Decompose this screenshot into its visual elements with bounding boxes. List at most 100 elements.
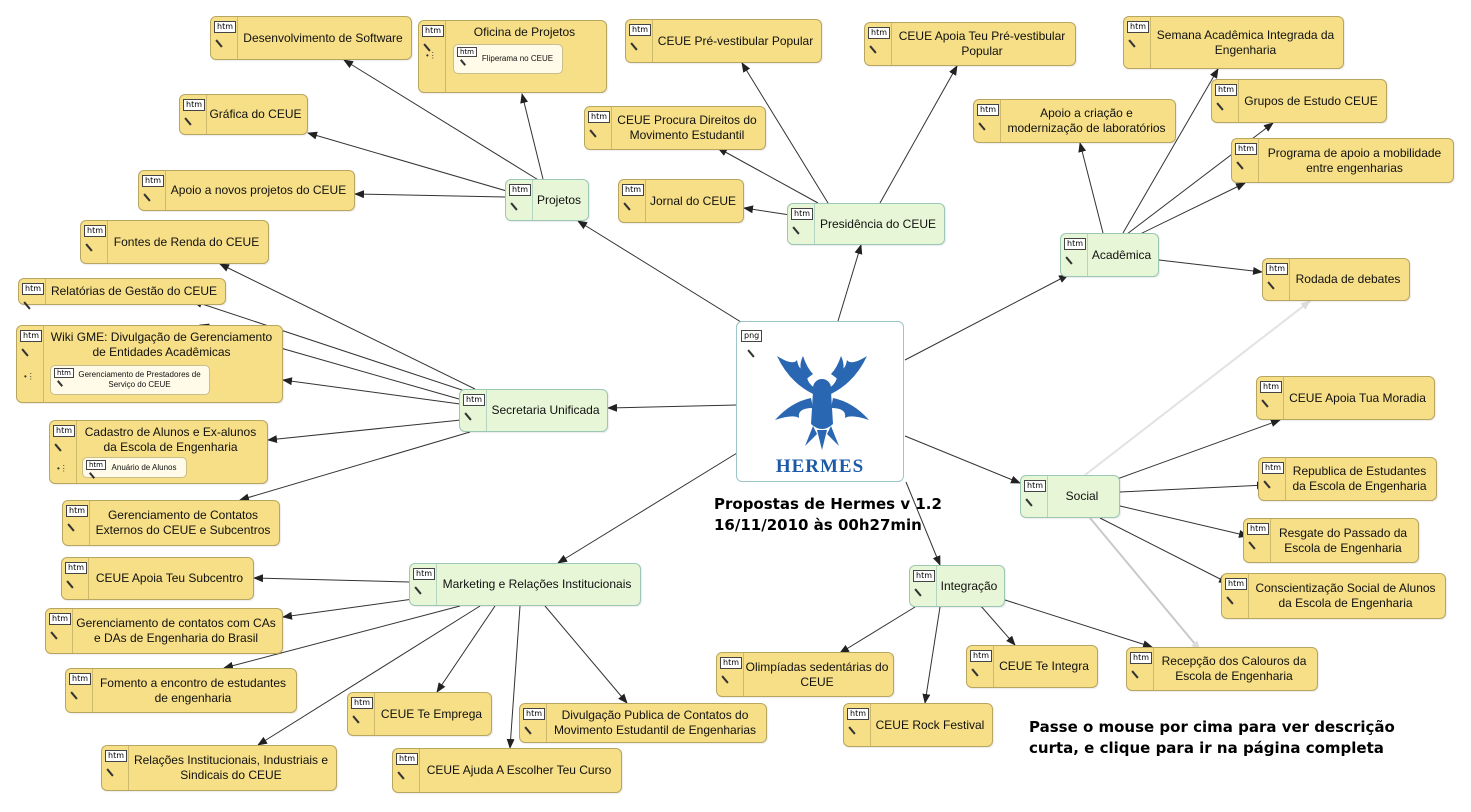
title-line: Propostas de Hermes v 1.2 xyxy=(714,495,942,513)
connector-line xyxy=(219,263,476,390)
connector-line xyxy=(1119,505,1249,538)
edit-pen-icon xyxy=(88,472,96,479)
htm-badge: htm xyxy=(720,657,742,669)
htm-badge: htm xyxy=(1024,480,1046,492)
edit-pen-icon xyxy=(459,59,467,66)
node-apoia-pre-vestibular[interactable]: htm CEUE Apoia Teu Pré-vestibular Popular xyxy=(864,22,1076,66)
htm-badge: htm xyxy=(970,650,992,662)
node-label: Social xyxy=(1065,489,1099,503)
node-icon-column xyxy=(1124,17,1151,68)
connector-line xyxy=(1094,419,1281,488)
htm-badge: htm xyxy=(1215,84,1237,96)
hermes-logo-text: HERMES xyxy=(775,456,865,477)
node-label: CEUE Apoia Tua Moradia xyxy=(1289,390,1426,405)
connector-line xyxy=(267,419,462,444)
subnode-label: Gerenciamento de Prestadores de Serviço … xyxy=(78,370,201,389)
node-label: Relações Institucionais, Industriais e S… xyxy=(133,753,329,782)
edit-pen-icon xyxy=(56,380,64,387)
connector-line xyxy=(1084,300,1311,476)
htm-badge: htm xyxy=(1225,578,1247,590)
node-icon-column xyxy=(865,23,892,65)
connector-line xyxy=(436,605,496,693)
node-relacoes-institucionais[interactable]: htm Relações Institucionais, Industriais … xyxy=(101,745,337,791)
connector-line xyxy=(1078,142,1104,234)
connector-line xyxy=(607,403,738,412)
node-icon-column xyxy=(66,669,93,712)
node-label: Oficina de Projetos xyxy=(473,25,576,39)
htm-badge: htm xyxy=(53,425,75,437)
node-icon-column xyxy=(19,279,46,304)
htm-badge: htm xyxy=(1130,652,1152,664)
connector-line xyxy=(1133,182,1246,238)
node-label: CEUE Te Emprega xyxy=(380,706,483,721)
connector-line xyxy=(1119,481,1267,493)
node-icon-column xyxy=(62,558,89,599)
htm-badge: htm xyxy=(65,562,87,574)
htm-badge: htm xyxy=(509,184,531,196)
node-label: CEUE Apoia Teu Pré-vestibular Popular xyxy=(898,29,1066,58)
htm-badge: htm xyxy=(977,104,999,116)
node-icon-column xyxy=(1061,234,1088,276)
node-icon-column xyxy=(967,646,994,687)
node-label: CEUE Rock Festival xyxy=(875,717,985,732)
connector-line xyxy=(282,377,461,405)
htm-badge: htm xyxy=(105,750,127,762)
sublist-icon: •⋮ xyxy=(24,372,35,381)
connector-line xyxy=(1122,68,1219,234)
title-line: 16/11/2010 às 00h27min xyxy=(714,516,922,534)
node-label: Resgate do Passado da Escola de Engenhar… xyxy=(1278,525,1408,555)
connector-line xyxy=(839,606,916,654)
node-icon-column xyxy=(348,693,375,735)
connector-line xyxy=(223,605,461,670)
mindmap-title: Propostas de Hermes v 1.2 16/11/2010 às … xyxy=(714,494,942,536)
png-badge: png xyxy=(741,330,763,342)
htm-badge: htm xyxy=(1262,462,1284,474)
node-label: Presidência do CEUE xyxy=(819,216,937,231)
node-icon-column xyxy=(81,221,108,263)
sublist-icon: •⋮ xyxy=(426,51,437,60)
connector-line xyxy=(717,147,819,204)
connector-line xyxy=(520,93,544,180)
connector-line xyxy=(922,606,941,704)
htm-badge: htm xyxy=(868,27,890,39)
hermes-central-node[interactable]: png HERMES xyxy=(736,321,904,482)
